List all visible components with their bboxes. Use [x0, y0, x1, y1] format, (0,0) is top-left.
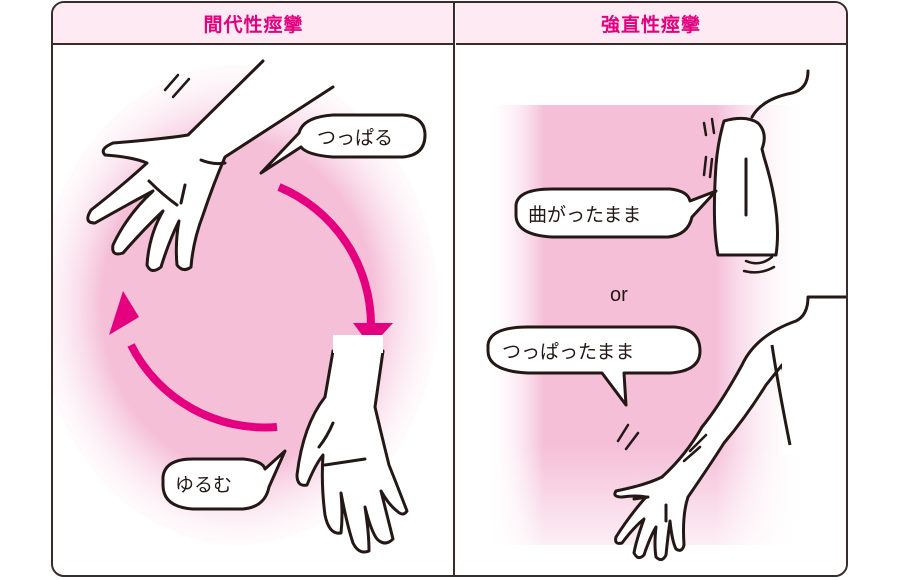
- clonic-svg: つっぱる ゆるむ: [53, 59, 438, 554]
- body-cutoff: [782, 345, 846, 455]
- panel-title-tonic: 強直性痙攣: [600, 13, 701, 36]
- panel-divider: [453, 3, 455, 575]
- arrow-bottom-left: [127, 343, 278, 432]
- hand-relaxed-icon: [295, 349, 409, 554]
- panel-clonic: 間代性痙攣: [53, 3, 454, 575]
- bubble-pull: つっぱる: [259, 113, 427, 175]
- arrowhead-up-icon: [109, 291, 139, 335]
- bubble-bent-text: 曲がったまま: [528, 204, 641, 226]
- illustration-clonic: つっぱる ゆるむ: [53, 45, 454, 575]
- arm-bent-icon: [702, 69, 810, 274]
- cycle-arrows: [127, 183, 375, 432]
- tonic-svg: 曲がったまま or つっぱったまま: [456, 69, 846, 575]
- illustration-tonic: 曲がったまま or つっぱったまま: [456, 45, 846, 575]
- bubble-stretched: つっぱったまま: [486, 325, 702, 407]
- panel-tonic: 強直性痙攣: [456, 3, 846, 575]
- or-connector: or: [610, 284, 628, 306]
- bubble-relax: ゆるむ: [161, 449, 287, 511]
- hand-stretched-icon: [86, 59, 335, 272]
- wrist-cutoff: [333, 335, 383, 353]
- panel-header-tonic: 強直性痙攣: [456, 3, 846, 45]
- comparison-frame: 間代性痙攣: [51, 1, 848, 577]
- bubble-pull-text: つっぱる: [317, 127, 393, 149]
- torso-line: [770, 344, 792, 446]
- bubble-stretched-text: つっぱったまま: [502, 341, 634, 363]
- bubble-relax-text: ゆるむ: [175, 474, 232, 496]
- bubble-bent: 曲がったまま: [514, 187, 718, 239]
- arrow-top-right: [277, 183, 375, 326]
- panel-title-clonic: 間代性痙攣: [203, 13, 304, 36]
- panel-header-clonic: 間代性痙攣: [53, 3, 454, 45]
